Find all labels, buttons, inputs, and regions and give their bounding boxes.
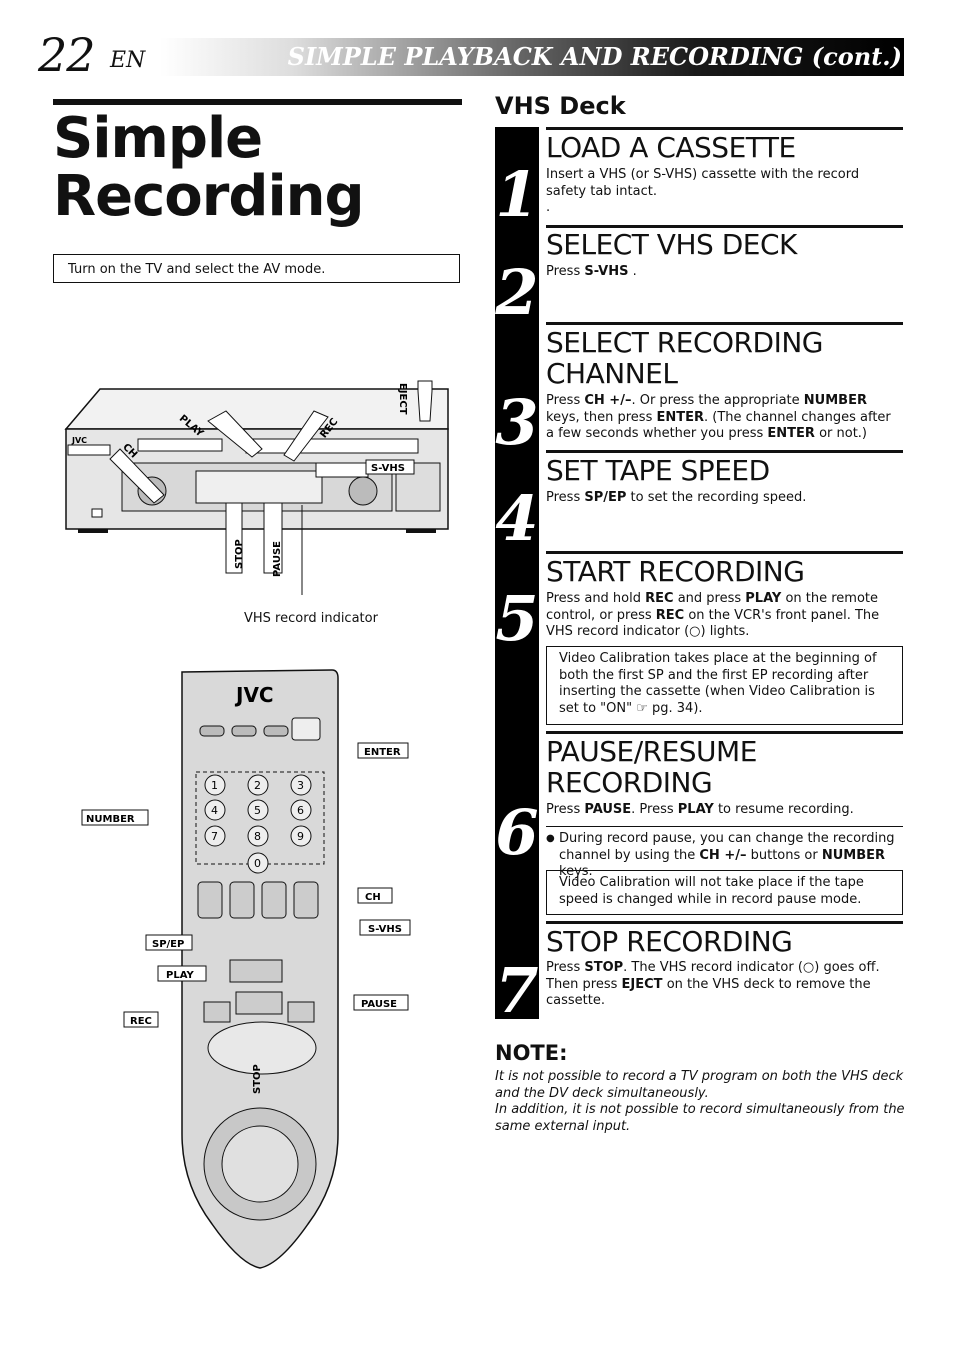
remote-label-svhs: S-VHS — [368, 924, 402, 935]
remote-label-play: PLAY — [166, 970, 194, 981]
vcr-record-indicator-caption: VHS record indicator — [244, 611, 378, 626]
title-rule — [53, 99, 462, 105]
svg-text:9: 9 — [297, 830, 304, 843]
vcr-label-pause: PAUSE — [272, 541, 283, 577]
step-6-rule — [546, 731, 903, 734]
step-2-rule — [546, 225, 903, 228]
remote-label-enter: ENTER — [364, 747, 401, 758]
vcr-brand: JVC — [71, 436, 87, 445]
page-title-line2: Recording — [53, 164, 365, 229]
svg-text:7: 7 — [211, 830, 218, 843]
remote-label-pause: PAUSE — [361, 999, 397, 1010]
remote-label-number: NUMBER — [86, 814, 135, 825]
step-4-number: 4 — [495, 482, 539, 555]
vcr-illustration: JVC EJECT PLAY REC CH S-VHS STOP PAUSE — [64, 380, 449, 595]
svg-text:6: 6 — [297, 804, 304, 817]
note-text: It is not possible to record a TV progra… — [495, 1069, 905, 1134]
step-number-strip — [495, 127, 539, 1019]
step-5-calibration-note: Video Calibration takes place at the beg… — [546, 646, 903, 725]
step-2-text: Press S-VHS . — [546, 264, 637, 279]
section-title: SIMPLE PLAYBACK AND RECORDING (cont.) — [287, 42, 902, 71]
step-7-title: STOP RECORDING — [546, 925, 793, 958]
step-2-title: SELECT VHS DECK — [546, 228, 797, 261]
step-6-bullet-rule — [546, 826, 903, 827]
step-6-text: Press PAUSE. Press PLAY to resume record… — [546, 802, 854, 817]
step-6-bullet: ●During record pause, you can change the… — [546, 831, 895, 879]
remote-label-rec: REC — [130, 1016, 152, 1027]
page-number: 22 — [38, 28, 96, 82]
step-7-text: Press STOP. The VHS record indicator (○)… — [546, 960, 880, 1008]
svg-text:0: 0 — [254, 857, 261, 870]
step-2-number: 2 — [495, 256, 539, 329]
svg-text:3: 3 — [297, 779, 304, 792]
step-1-title: LOAD A CASSETTE — [546, 131, 796, 164]
svg-text:2: 2 — [254, 779, 261, 792]
remote-label-stop: STOP — [252, 1064, 263, 1094]
language-code: EN — [110, 48, 146, 73]
vcr-label-eject: EJECT — [397, 383, 408, 415]
header-bar — [160, 38, 904, 76]
svg-text:5: 5 — [254, 804, 261, 817]
step-7-rule — [546, 921, 903, 924]
svg-text:1: 1 — [211, 779, 218, 792]
page-title: Simple Recording — [53, 110, 473, 226]
remote-keypad: 1 2 3 4 5 6 7 8 9 0 — [204, 774, 312, 874]
step-3-rule — [546, 322, 903, 325]
step-6-calibration-note: Video Calibration will not take place if… — [546, 870, 903, 915]
note-heading: NOTE: — [495, 1041, 568, 1065]
remote-illustration: JVC 1 2 3 4 5 6 7 8 9 0 ENTER NUMBER CH … — [81, 669, 411, 1269]
page-title-line1: Simple — [53, 106, 263, 171]
step-6-number: 6 — [495, 796, 539, 869]
svg-text:4: 4 — [211, 804, 218, 817]
intro-box: Turn on the TV and select the AV mode. — [53, 254, 460, 283]
step-4-title: SET TAPE SPEED — [546, 454, 770, 487]
remote-brand: JVC — [234, 683, 274, 707]
step-5-rule — [546, 551, 903, 554]
step-5-title: START RECORDING — [546, 555, 805, 588]
step-7-number: 7 — [495, 954, 539, 1027]
step-3-number: 3 — [495, 386, 539, 459]
deck-label: VHS Deck — [495, 92, 626, 120]
step-1-text: Insert a VHS (or S-VHS) cassette with th… — [546, 167, 860, 215]
step-4-text: Press SP/EP to set the recording speed. — [546, 490, 807, 505]
step-1-number: 1 — [495, 158, 539, 231]
remote-label-ch: CH — [365, 892, 381, 903]
vcr-label-svhs: S-VHS — [371, 463, 405, 474]
step-1-rule — [546, 127, 903, 130]
step-5-number: 5 — [495, 582, 539, 655]
step-4-rule — [546, 450, 903, 453]
vcr-label-stop: STOP — [234, 539, 245, 569]
svg-text:8: 8 — [254, 830, 261, 843]
step-5-text: Press and hold REC and press PLAY on the… — [546, 591, 880, 639]
remote-label-spep: SP/EP — [152, 939, 184, 950]
step-3-text: Press CH +/–. Or press the appropriate N… — [546, 393, 891, 441]
